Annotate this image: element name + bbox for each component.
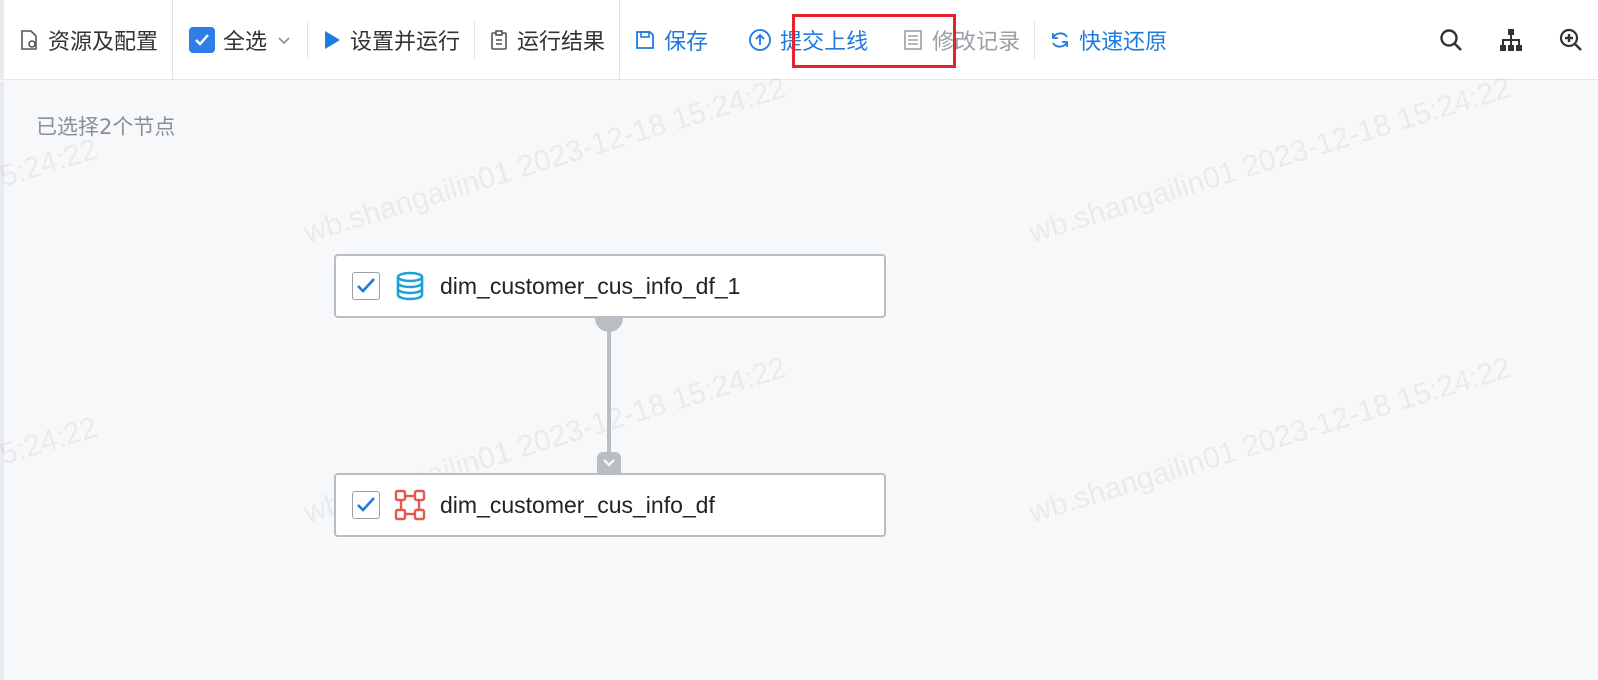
select-all-checkbox[interactable] bbox=[189, 26, 216, 53]
toolbar: 资源及配置 全选 设置并运行 运行结果 保存 提交上线 bbox=[0, 0, 1598, 80]
check-icon bbox=[357, 497, 375, 512]
save-label: 保存 bbox=[664, 29, 709, 55]
chevron-down-icon bbox=[278, 36, 290, 44]
toolbar-divider bbox=[474, 20, 476, 59]
node-label: dim_customer_cus_info_df bbox=[440, 491, 715, 518]
zoom-in-icon[interactable] bbox=[1558, 27, 1584, 53]
chevron-down-icon bbox=[603, 459, 615, 467]
database-icon bbox=[396, 271, 424, 301]
change-log-label: 修改记录 bbox=[932, 29, 1021, 55]
toolbar-divider bbox=[307, 20, 309, 59]
dag-node-dim-customer-cus-info-df-1[interactable]: dim_customer_cus_info_df_1 bbox=[334, 254, 886, 318]
dag-node-dim-customer-cus-info-df[interactable]: dim_customer_cus_info_df bbox=[334, 473, 886, 537]
select-all-dropdown[interactable]: 全选 bbox=[173, 20, 307, 60]
check-icon bbox=[195, 33, 209, 46]
selection-count-text: 已选择2个节点 bbox=[36, 115, 176, 139]
toolbar-divider bbox=[1034, 20, 1036, 59]
input-port[interactable] bbox=[597, 452, 621, 474]
toolbar-divider bbox=[172, 0, 174, 80]
change-log-button[interactable]: 修改记录 bbox=[888, 20, 1034, 60]
node-checkbox[interactable] bbox=[352, 272, 380, 300]
edge-connector bbox=[607, 318, 611, 458]
resources-config-label: 资源及配置 bbox=[48, 29, 159, 55]
search-icon[interactable] bbox=[1438, 27, 1464, 53]
output-port[interactable] bbox=[595, 318, 623, 332]
toolbar-right-icons bbox=[1438, 0, 1598, 80]
run-results-button[interactable]: 运行结果 bbox=[475, 20, 619, 60]
select-all-label: 全选 bbox=[223, 29, 268, 55]
set-and-run-label: 设置并运行 bbox=[350, 29, 461, 55]
quick-restore-label: 快速还原 bbox=[1079, 29, 1168, 55]
layout-tree-icon[interactable] bbox=[1498, 27, 1524, 53]
refresh-icon bbox=[1052, 31, 1069, 48]
set-and-run-button[interactable]: 设置并运行 bbox=[308, 20, 474, 60]
save-button[interactable]: 保存 bbox=[620, 20, 722, 60]
resource-config-icon bbox=[21, 29, 37, 50]
run-results-label: 运行结果 bbox=[517, 29, 606, 55]
canvas-left-edge bbox=[0, 81, 4, 680]
check-icon bbox=[357, 278, 375, 293]
clipboard-icon bbox=[491, 29, 507, 50]
quick-restore-button[interactable]: 快速还原 bbox=[1035, 20, 1181, 60]
play-icon bbox=[325, 30, 341, 49]
node-checkbox[interactable] bbox=[352, 491, 380, 519]
resources-config-button[interactable]: 资源及配置 bbox=[4, 20, 172, 60]
node-label: dim_customer_cus_info_df_1 bbox=[440, 272, 741, 299]
upload-circle-icon bbox=[749, 28, 771, 51]
list-doc-icon bbox=[904, 29, 922, 50]
submit-online-button[interactable]: 提交上线 bbox=[734, 20, 882, 60]
dag-canvas[interactable] bbox=[4, 81, 1598, 680]
toolbar-divider bbox=[619, 0, 621, 80]
transform-node-icon bbox=[394, 489, 426, 521]
save-icon bbox=[636, 30, 654, 49]
submit-online-label: 提交上线 bbox=[780, 29, 869, 55]
